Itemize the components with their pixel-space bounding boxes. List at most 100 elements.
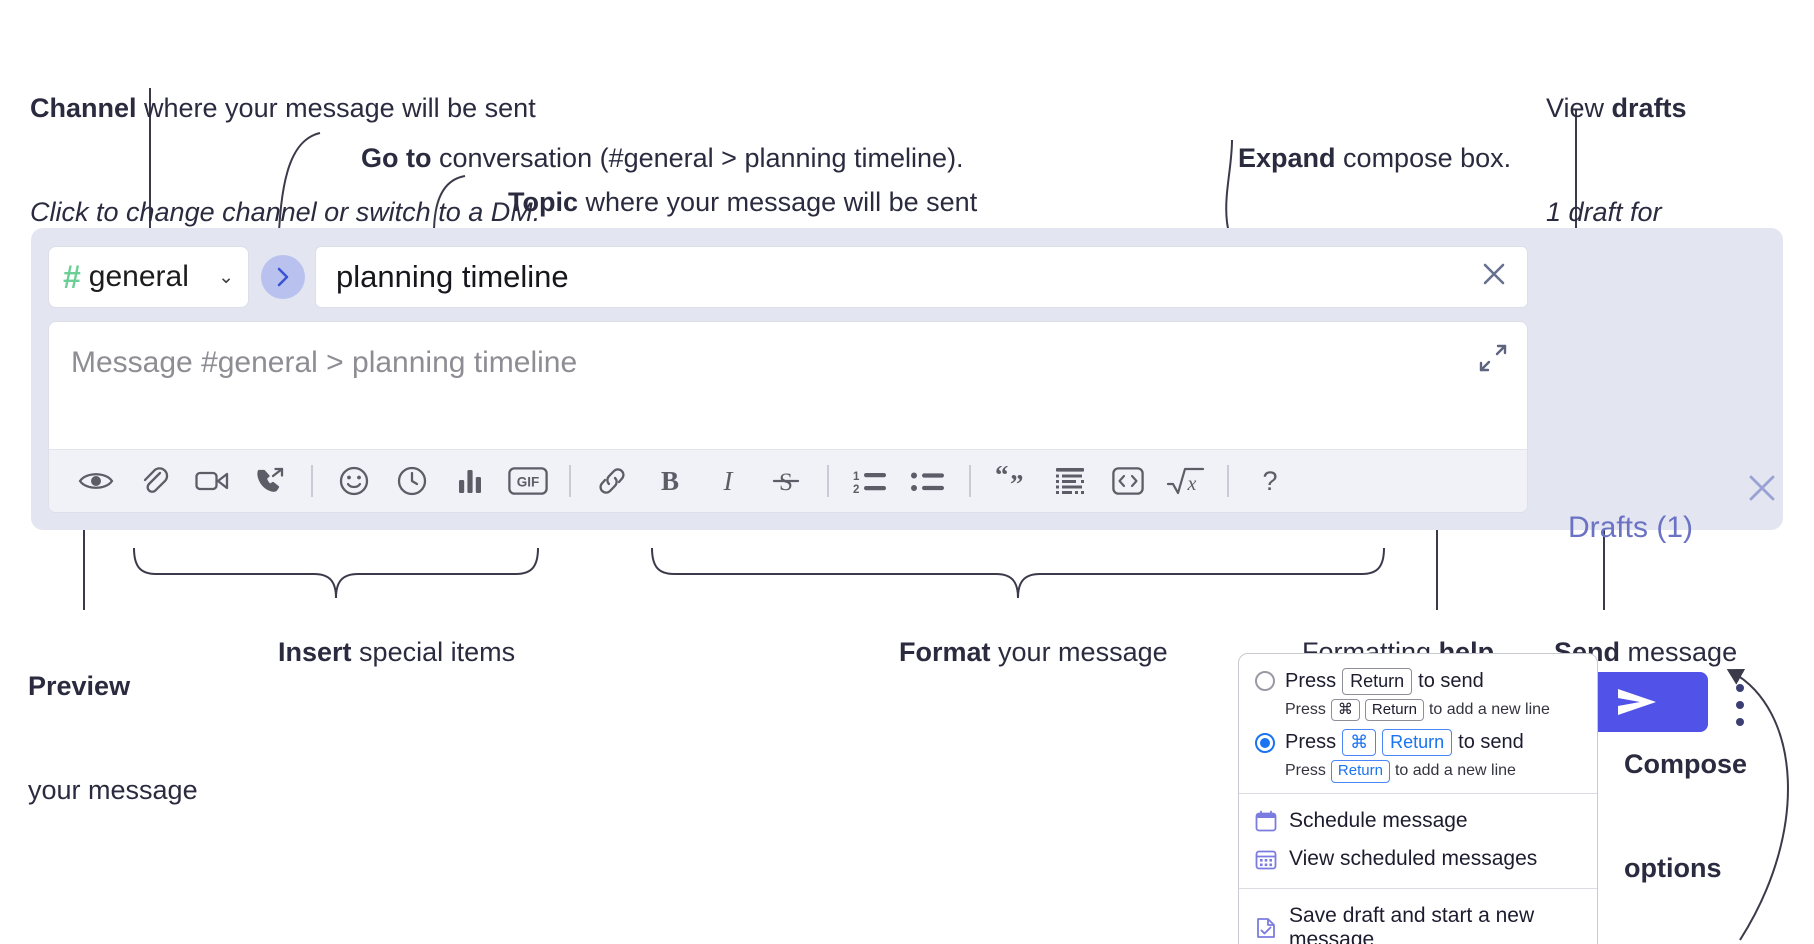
opt1-sub-suffix: to add a new line (1428, 700, 1550, 718)
kebab-dot (1736, 701, 1744, 709)
topic-input[interactable]: planning timeline (315, 246, 1528, 308)
opt1-return-key: Return (1342, 668, 1413, 695)
hash-icon: # (63, 259, 81, 295)
save-draft-icon (1255, 917, 1277, 939)
ordered-list-icon[interactable]: 1 2 (841, 455, 899, 507)
annotation-compose-options-bold1: Compose (1624, 749, 1748, 780)
topic-value: planning timeline (336, 259, 569, 294)
svg-text:2: 2 (853, 484, 859, 495)
annotation-send-rest: message (1620, 636, 1738, 667)
annotation-compose-options: Compose options menu (1624, 678, 1747, 944)
annotation-preview: Preview your message (28, 600, 198, 876)
calendar-grid-icon (1255, 848, 1277, 870)
drafts-link[interactable]: Drafts (1) (1568, 511, 1694, 544)
annotation-format-rest: your message (990, 636, 1168, 667)
svg-text:GIF: GIF (517, 475, 540, 490)
attachment-paperclip-icon[interactable] (125, 455, 183, 507)
send-option-return[interactable]: Press Return to send (1239, 666, 1597, 697)
toolbar-separator (969, 465, 971, 497)
latex-icon[interactable]: x (1157, 455, 1215, 507)
help-question-icon[interactable]: ? (1241, 455, 1299, 507)
send-option-cmd-return-sub: Press Return to add a new line (1239, 759, 1597, 783)
toolbar-separator (569, 465, 571, 497)
close-x-icon (1483, 263, 1505, 285)
annotation-compose-options-bold2: options (1624, 852, 1722, 883)
close-compose-button[interactable] (1745, 471, 1779, 511)
video-camera-icon[interactable] (183, 455, 241, 507)
opt2-sub-suffix: to add a new line (1394, 762, 1516, 780)
message-placeholder: Message #general > planning timeline (71, 346, 578, 379)
menu-item-label: Schedule message (1289, 808, 1468, 832)
bold-icon[interactable]: B (641, 455, 699, 507)
clear-topic-icon[interactable] (1479, 259, 1509, 295)
channel-selector-button[interactable]: # general ⌄ (48, 246, 249, 308)
opt1-suffix-label: to send (1418, 669, 1484, 692)
poll-bars-icon[interactable] (441, 455, 499, 507)
menu-divider (1239, 792, 1597, 794)
opt1-sub-cmd-key: ⌘ (1330, 698, 1360, 722)
annotation-insert-bold: Insert (278, 636, 352, 667)
message-input-box[interactable]: Message #general > planning timeline (48, 321, 1528, 513)
annotation-goto-bold: Go to (361, 142, 432, 173)
compose-panel: # general ⌄ planning timeline (31, 228, 1783, 732)
radio-unselected[interactable] (1255, 671, 1275, 692)
kebab-dot (1736, 718, 1744, 726)
inline-code-icon[interactable] (1099, 455, 1157, 507)
chevron-right-icon (277, 267, 289, 287)
opt2-return-key: Return (1382, 729, 1453, 756)
menu-item-view-scheduled-messages[interactable]: View scheduled messages (1239, 840, 1597, 878)
expand-arrows-icon (1479, 344, 1507, 372)
clock-icon[interactable] (383, 455, 441, 507)
annotation-channel-bold: Channel (30, 93, 137, 124)
opt1-sub-press: Press (1285, 700, 1326, 718)
menu-item-label: Save draft and start a new message (1289, 903, 1535, 944)
send-option-cmd-return[interactable]: Press ⌘ Return to send (1239, 727, 1597, 758)
annotation-topic-bold: Topic (508, 186, 579, 217)
code-block-icon[interactable] (1041, 455, 1099, 507)
radio-selected[interactable] (1255, 732, 1275, 753)
toolbar-separator (1227, 465, 1229, 497)
menu-item-save-draft[interactable]: Save draft and start a new message (1239, 897, 1597, 944)
compose-options-button[interactable] (1730, 684, 1750, 726)
opt2-sub-press: Press (1285, 762, 1326, 780)
calendar-schedule-icon (1255, 810, 1277, 832)
annotation-expand-rest: compose box. (1335, 142, 1512, 173)
annotation-insert-rest: special items (351, 636, 516, 667)
kebab-dot (1736, 684, 1744, 692)
emoji-smiley-icon[interactable] (325, 455, 383, 507)
annotation-topic: Topic where your message will be sent (478, 150, 977, 254)
svg-text:”: ” (1010, 469, 1024, 496)
link-icon[interactable] (583, 455, 641, 507)
toolbar-separator (311, 465, 313, 497)
bulleted-list-icon[interactable] (899, 455, 957, 507)
send-option-return-sub: Press ⌘ Return to add a new line (1239, 698, 1597, 722)
annotation-preview-line2: your message (28, 774, 198, 805)
annotation-channel-italic: Click to change channel or switch to a D… (30, 196, 541, 227)
close-x-icon (1749, 475, 1775, 501)
go-to-conversation-button[interactable] (261, 255, 305, 299)
annotation-goto: Go to conversation (#general > planning … (331, 106, 964, 210)
strikethrough-icon[interactable]: S (757, 455, 815, 507)
compose-header-row: # general ⌄ planning timeline (48, 245, 1528, 309)
opt2-sub-return-key: Return (1330, 759, 1390, 783)
formatting-toolbar: GIF B I S (49, 449, 1527, 512)
send-paper-plane-icon (1618, 689, 1656, 715)
annotation-expand: Expand compose box. (1208, 106, 1511, 210)
annotation-channel-rest: where your message will be sent (136, 93, 536, 124)
gif-icon[interactable]: GIF (499, 455, 557, 507)
chevron-down-icon: ⌄ (218, 266, 234, 288)
svg-text:“: “ (995, 466, 1009, 490)
opt1-press-label: Press (1285, 669, 1337, 692)
audio-call-icon[interactable] (241, 455, 299, 507)
annotation-preview-bold: Preview (28, 671, 131, 702)
compose-inner: # general ⌄ planning timeline (48, 245, 1528, 513)
expand-compose-button[interactable] (1477, 342, 1509, 374)
annotation-format: Format your message (869, 600, 1168, 704)
menu-item-schedule-message[interactable]: Schedule message (1239, 802, 1597, 840)
preview-eye-icon[interactable] (67, 455, 125, 507)
svg-text:x: x (1187, 473, 1197, 495)
menu-item-label: View scheduled messages (1289, 846, 1538, 870)
italic-icon[interactable]: I (699, 455, 757, 507)
annotation-drafts-italic1: 1 draft for (1546, 196, 1662, 227)
blockquote-icon[interactable]: “” (983, 455, 1041, 507)
